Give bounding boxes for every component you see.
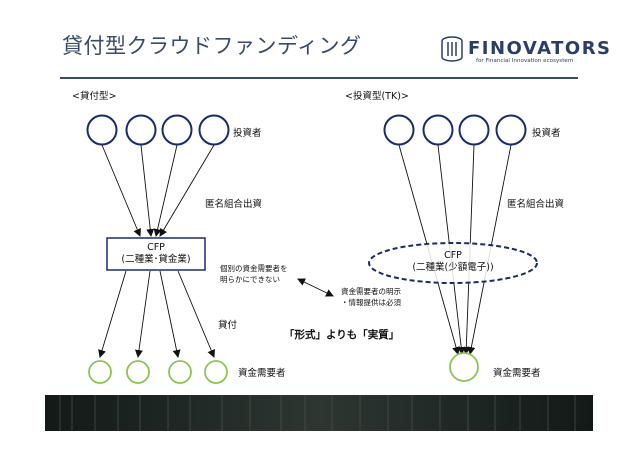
left-investment-arrow-1 — [101, 144, 141, 237]
left-investment-arrow-3 — [153, 144, 178, 237]
left-note: 個別の資金需要者を 明らかにできない — [220, 263, 288, 285]
left-investor-circle-2 — [125, 114, 157, 146]
left-cfp-box-line1: CFP — [147, 242, 165, 253]
right-heading: <投資型(TK)> — [345, 91, 409, 102]
left-investor-circle-4 — [198, 114, 230, 146]
left-contribution-label: 匿名組合出資 — [205, 199, 263, 210]
left-loan-arrow-4 — [177, 270, 215, 358]
relation-double-arrow — [297, 278, 334, 297]
right-investor-circle-1 — [383, 114, 415, 146]
right-investors-label: 投資者 — [532, 128, 561, 139]
logo-wordmark: FINOVATORS — [468, 38, 612, 59]
left-heading: <貸付型> — [72, 91, 117, 102]
left-cfp-box-line2: (二種業･貸金業) — [121, 254, 191, 265]
left-investment-arrows — [101, 144, 215, 237]
left-loan-label: 貸付 — [218, 320, 238, 331]
left-loan-arrows — [98, 270, 215, 358]
title-underline — [60, 77, 578, 79]
right-borrower-circle — [449, 352, 479, 382]
middle-note-line1: 資金需要者の明示 — [341, 287, 401, 296]
left-cfp-box — [106, 237, 206, 271]
left-investors-label: 投資者 — [233, 128, 262, 139]
left-borrower-group — [88, 360, 228, 384]
right-cfp-ellipse-label: CFP (二種業(少額電子)) — [393, 250, 513, 274]
left-loan-arrow-1 — [98, 270, 127, 358]
right-investor-circle-2 — [422, 114, 454, 146]
left-borrower-circle-2 — [126, 360, 150, 384]
right-investor-circle-4 — [495, 114, 527, 146]
slide-title: 貸付型クラウドファンディング — [62, 34, 362, 58]
left-note-line2: 明らかにできない — [220, 275, 280, 284]
left-investment-arrow-2 — [140, 144, 155, 237]
middle-note: 資金需要者の明示 ・情報提供は必須 — [341, 286, 401, 308]
left-investor-group — [86, 114, 230, 146]
middle-note-line2: ・情報提供は必須 — [341, 298, 401, 307]
left-borrower-circle-1 — [88, 360, 112, 384]
right-cfp-ellipse — [368, 242, 538, 284]
left-investment-arrow-4 — [159, 144, 215, 237]
right-borrowers-label: 資金需要者 — [493, 368, 541, 379]
right-investor-circle-3 — [458, 114, 490, 146]
right-cfp-ellipse-line1: CFP — [444, 250, 462, 261]
left-cfp-box-label: CFP (二種業･貸金業) — [107, 242, 205, 266]
left-loan-arrow-3 — [159, 270, 181, 358]
left-borrower-circle-3 — [168, 360, 192, 384]
emphasis-text: 「形式」よりも「実質」 — [284, 329, 400, 341]
left-note-line1: 個別の資金需要者を — [220, 264, 288, 273]
left-investor-circle-1 — [86, 114, 118, 146]
left-borrower-circle-4 — [204, 360, 228, 384]
left-borrowers-label: 資金需要者 — [238, 368, 286, 379]
footer-band — [45, 395, 593, 431]
finovators-logo-icon — [441, 36, 463, 62]
left-investor-circle-3 — [161, 114, 193, 146]
right-contribution-label: 匿名組合出資 — [507, 199, 565, 210]
right-cfp-ellipse-line2: (二種業(少額電子)) — [412, 262, 494, 273]
logo-tagline: for Financial Innovation ecosystem — [476, 58, 574, 64]
right-investor-group — [383, 114, 527, 146]
left-loan-arrow-2 — [135, 270, 151, 358]
